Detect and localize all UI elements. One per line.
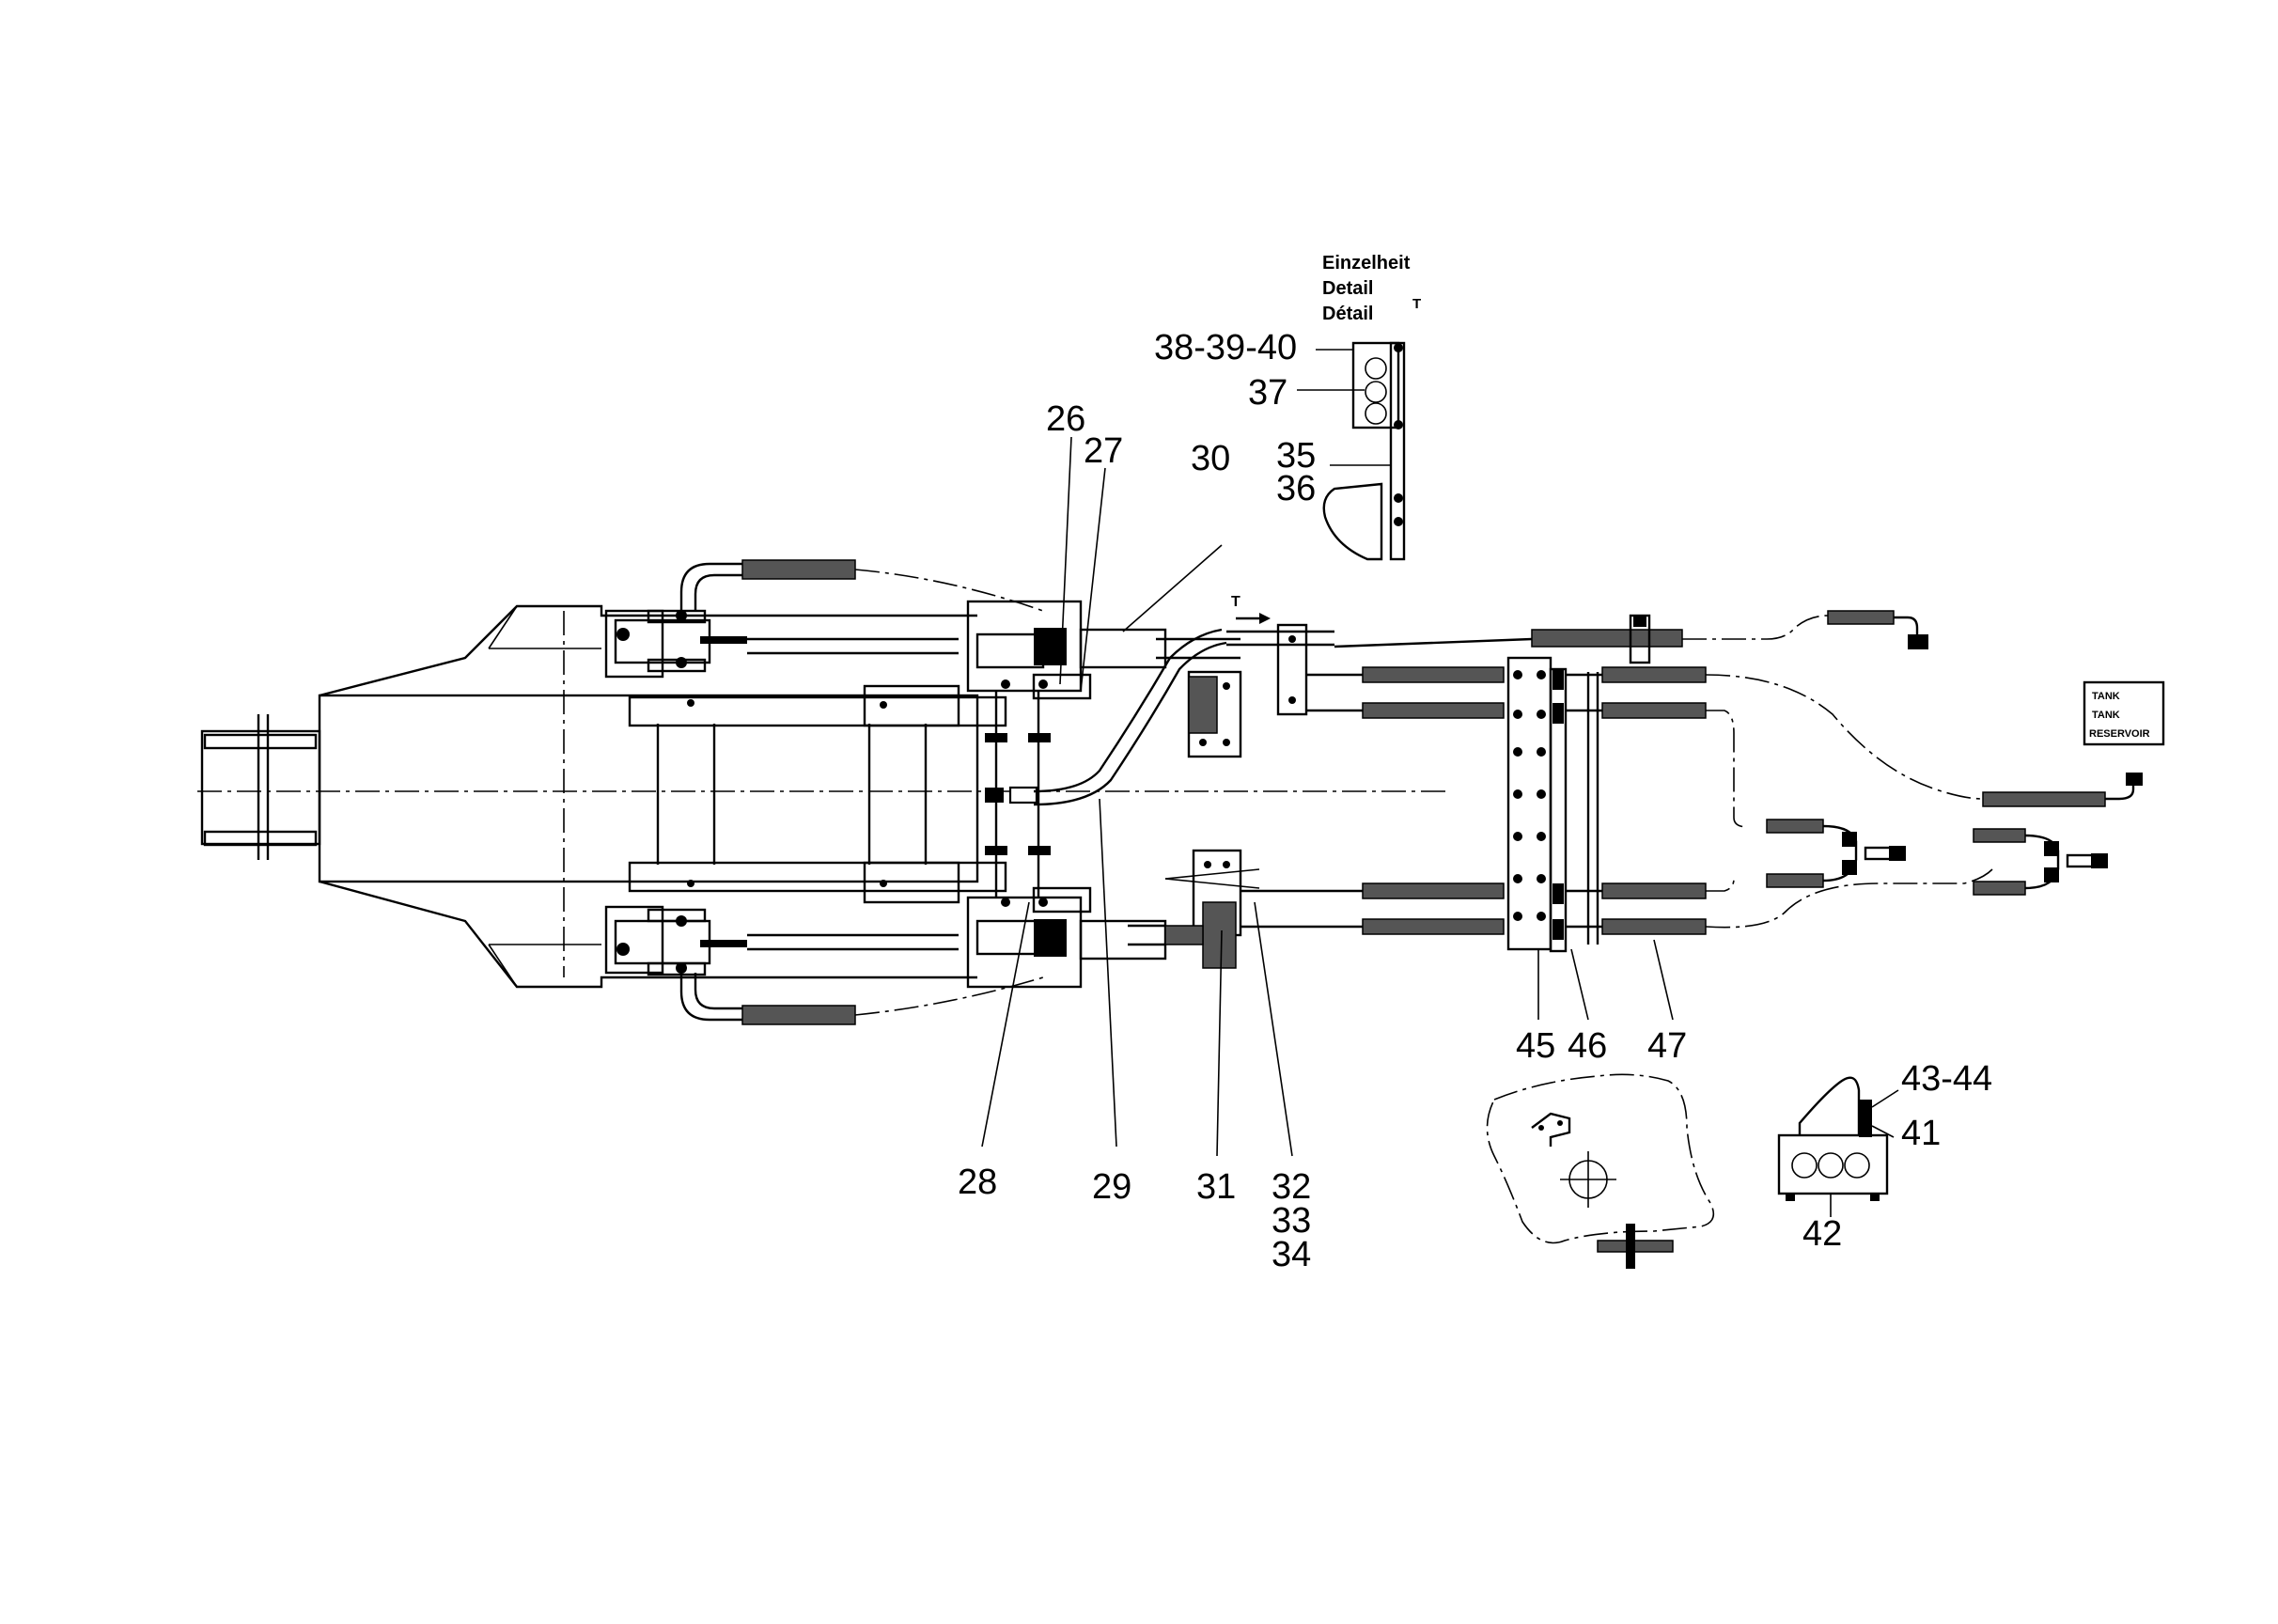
tank-label-line1: TANK	[2092, 691, 2120, 702]
detail-marker: T	[1412, 296, 1421, 312]
tank-reservoir-label: TANK TANK RESERVOIR	[2083, 680, 2165, 746]
callout-31: 31	[1196, 1167, 1236, 1207]
callout-35: 35	[1276, 436, 1316, 476]
callout-32: 32	[1272, 1167, 1311, 1207]
right-hose-runs	[1705, 674, 2143, 929]
tank-label-line3: RESERVOIR	[2089, 728, 2150, 740]
leader-lines	[981, 436, 1674, 1157]
callout-27: 27	[1084, 431, 1123, 471]
callout-30: 30	[1191, 439, 1230, 478]
distribution-manifold	[1240, 656, 1707, 953]
machine-frame	[197, 604, 1447, 989]
central-hose-manifold	[985, 628, 1334, 898]
upper-right-valve-block	[966, 600, 1167, 700]
detail-t-clamp: Einzelheit Detail Détail T	[1297, 253, 1421, 561]
callout-42: 42	[1802, 1214, 1842, 1254]
detail-heading-line3: Détail	[1322, 304, 1373, 324]
callout-36: 36	[1276, 469, 1316, 508]
upper-clamp-block	[1156, 623, 1308, 758]
lower-right-valve-block	[966, 886, 1167, 989]
callout-labels: 26 27 30 28 29 31 32 33 34 38-39-40 37 3…	[958, 328, 1992, 1274]
callout-29: 29	[1092, 1167, 1131, 1207]
detail-cutout-view	[1486, 1073, 1715, 1269]
callout-33: 33	[1272, 1201, 1311, 1241]
detail-heading-line2: Detail	[1322, 278, 1373, 299]
flow-direction-marker: T	[1231, 594, 1271, 624]
callout-38-39-40: 38-39-40	[1154, 328, 1297, 367]
callout-45: 45	[1516, 1026, 1555, 1066]
callout-34: 34	[1272, 1235, 1311, 1274]
lower-clamp-block	[1128, 849, 1260, 969]
upper-cylinder-assembly	[604, 559, 1044, 679]
upper-return-hose	[1334, 610, 1928, 664]
callout-37: 37	[1248, 373, 1287, 413]
lower-cylinder-assembly	[604, 905, 1044, 1025]
callout-41: 41	[1901, 1114, 1941, 1153]
flow-marker-text: T	[1231, 594, 1240, 610]
callout-46: 46	[1568, 1026, 1607, 1066]
callout-26: 26	[1046, 399, 1085, 439]
detail-41-44-clamp	[1777, 1076, 1899, 1217]
callout-43-44: 43-44	[1901, 1059, 1992, 1099]
tank-label-line2: TANK	[2092, 710, 2120, 721]
callout-47: 47	[1647, 1026, 1687, 1066]
detail-heading-line1: Einzelheit	[1322, 253, 1411, 273]
callout-28: 28	[958, 1163, 997, 1202]
